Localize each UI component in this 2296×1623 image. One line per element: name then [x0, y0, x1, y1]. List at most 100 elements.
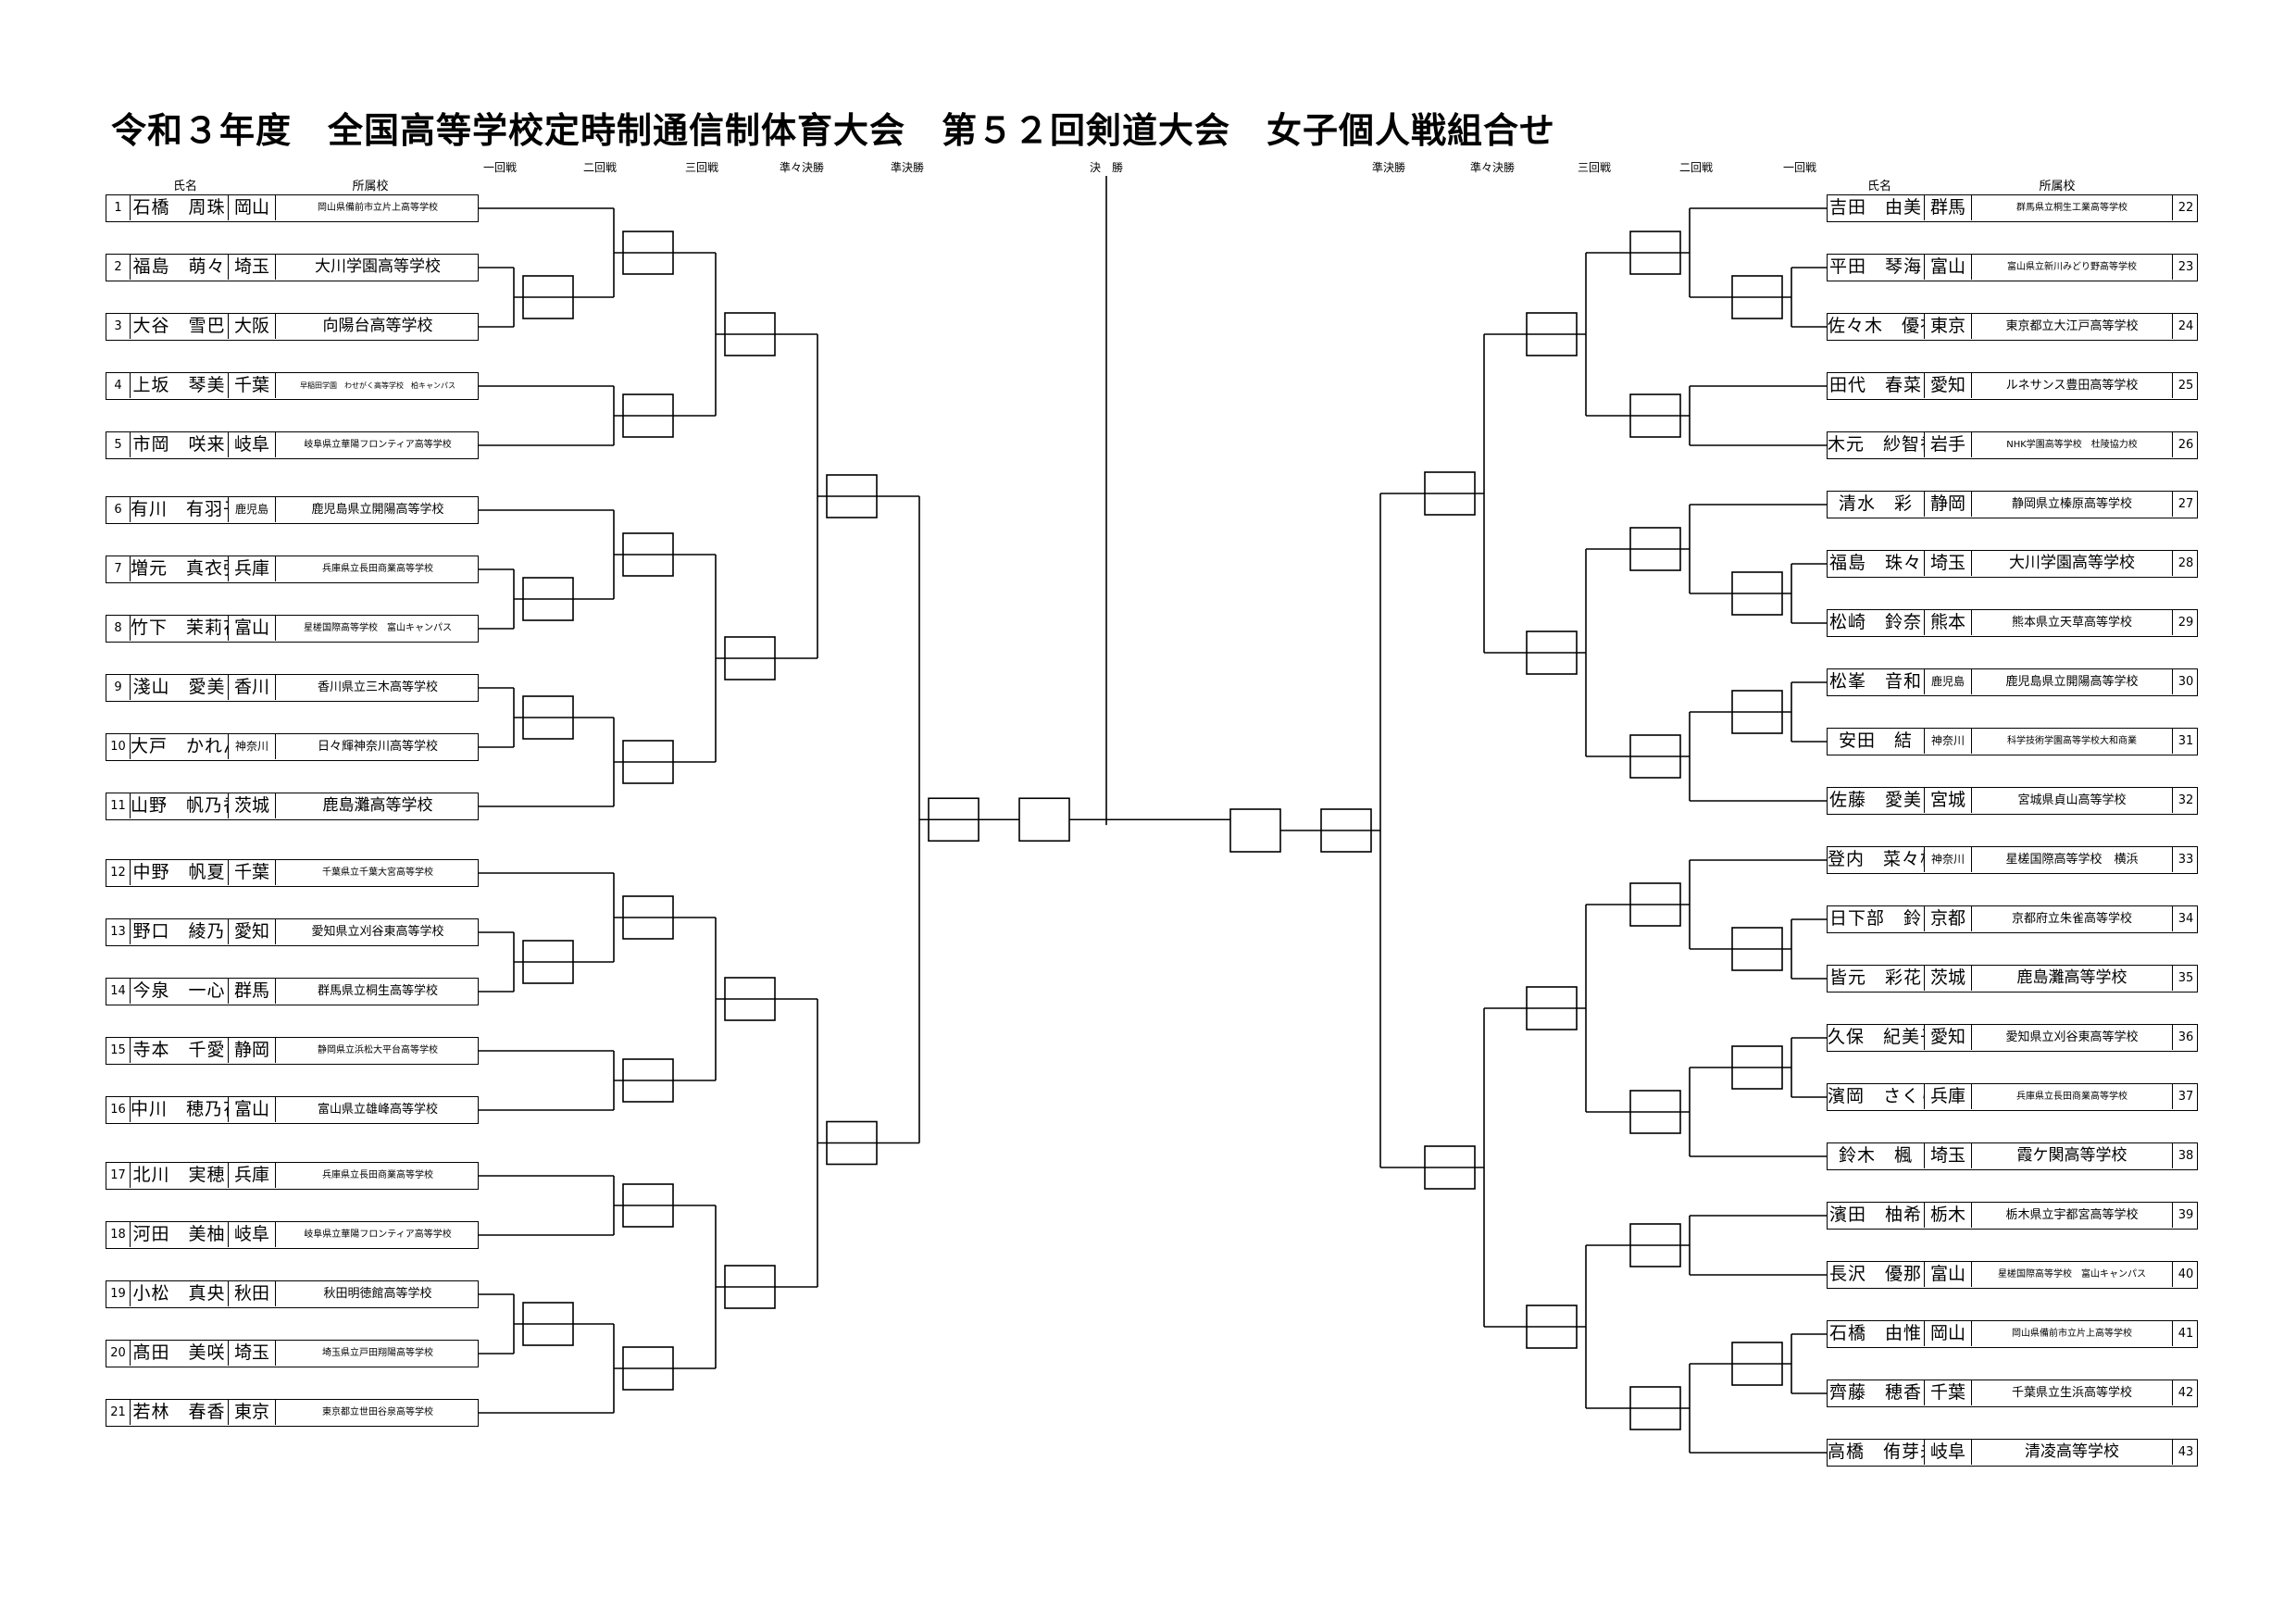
- player-prefecture: 東京: [1925, 314, 1972, 339]
- player-prefecture: 香川: [229, 675, 276, 700]
- player-prefecture: 大阪: [229, 314, 276, 339]
- page-title: 令和３年度 全国高等学校定時制通信制体育大会 第５２回剣道大会 女子個人戦組合せ: [111, 110, 1556, 151]
- player-school: 大川学園高等学校: [315, 257, 441, 276]
- player-prefecture: 富山: [229, 616, 276, 641]
- player-number: 28: [2177, 556, 2194, 570]
- player-number: 35: [2177, 971, 2194, 985]
- round-label-right-1: 準決勝: [1371, 161, 1406, 174]
- score-box: [1629, 1090, 1681, 1134]
- player-number: 13: [106, 919, 131, 944]
- round-label-left-5: 準決勝: [890, 161, 925, 174]
- player-number: 4: [106, 373, 131, 398]
- player-number: 42: [2177, 1386, 2194, 1400]
- player-number: 30: [2177, 675, 2194, 689]
- player-row: 6有川 有羽子鹿児島鹿児島県立開陽高等学校: [106, 496, 479, 524]
- player-name: 寺本 千愛: [131, 1038, 229, 1063]
- player-school: 岐阜県立華陽フロンティア高等学校: [304, 1230, 452, 1240]
- player-name: 濱田 柚希: [1828, 1203, 1925, 1228]
- score-box: [622, 1183, 674, 1228]
- score-box: [1731, 275, 1783, 319]
- player-prefecture: 千葉: [229, 860, 276, 885]
- round-label-final: 決 勝: [1089, 161, 1124, 174]
- player-school: 富山県立新川みどり野高等学校: [1972, 255, 2173, 280]
- player-school: 兵庫県立長田商業高等学校: [322, 564, 433, 574]
- score-box: [1629, 527, 1681, 571]
- player-prefecture: 兵庫: [1925, 1084, 1972, 1109]
- score-box: [826, 474, 878, 518]
- round-label-left-2: 二回戦: [582, 161, 618, 174]
- player-number: 19: [106, 1281, 131, 1306]
- player-name: 日下部 鈴: [1828, 906, 1925, 931]
- player-prefecture: 岡山: [1925, 1321, 1972, 1346]
- player-school: 日々輝神奈川高等学校: [317, 740, 438, 754]
- player-school: 熊本県立天草高等学校: [1972, 610, 2173, 635]
- player-school: 愛知県立刈谷東高等学校: [1972, 1025, 2173, 1050]
- player-number: 22: [2177, 201, 2194, 215]
- player-prefecture: 神奈川: [1925, 847, 1972, 872]
- player-name: 佐々木 優衣: [1828, 314, 1925, 339]
- score-box: [522, 275, 574, 319]
- player-row: 久保 紀美子愛知愛知県立刈谷東高等学校36: [1827, 1024, 2198, 1052]
- score-box: [1629, 1386, 1681, 1430]
- player-number: 3: [106, 314, 131, 339]
- player-number: 24: [2177, 319, 2194, 333]
- player-name: 清水 彩: [1828, 492, 1925, 517]
- player-prefecture: 茨城: [229, 793, 276, 818]
- player-prefecture: 兵庫: [229, 556, 276, 581]
- player-prefecture: 東京: [229, 1400, 276, 1425]
- player-school: 愛知県立刈谷東高等学校: [311, 925, 444, 939]
- column-header-name-right: 氏名: [1866, 180, 1892, 194]
- score-box: [522, 577, 574, 621]
- score-box: [1731, 927, 1783, 971]
- score-box: [622, 895, 674, 940]
- player-school: 鹿児島県立開陽高等学校: [311, 503, 444, 517]
- round-label-right-2: 準々決勝: [1469, 161, 1516, 174]
- score-box: [1629, 393, 1681, 438]
- player-prefecture: 熊本: [1925, 610, 1972, 635]
- player-number: 9: [106, 675, 131, 700]
- player-name: 福島 珠々: [1828, 551, 1925, 576]
- player-prefecture: 富山: [1925, 255, 1972, 280]
- player-number: 25: [2177, 379, 2194, 393]
- player-number: 21: [106, 1400, 131, 1425]
- player-prefecture: 静岡: [1925, 492, 1972, 517]
- player-name: 木元 紗智香: [1828, 432, 1925, 457]
- player-number: 11: [106, 793, 131, 818]
- player-name: 山野 帆乃香: [131, 793, 229, 818]
- score-box: [622, 231, 674, 275]
- player-prefecture: 鹿児島: [1925, 669, 1972, 694]
- score-box: [724, 636, 776, 680]
- player-school: 星槎国際高等学校 富山キャンパス: [1972, 1262, 2173, 1287]
- player-number: 43: [2177, 1445, 2194, 1459]
- player-row: 8竹下 茉莉花富山星槎国際高等学校 富山キャンパス: [106, 615, 479, 643]
- player-number: 12: [106, 860, 131, 885]
- score-box: [1629, 734, 1681, 779]
- score-box: [1731, 1045, 1783, 1090]
- player-prefecture: 静岡: [229, 1038, 276, 1063]
- player-number: 17: [106, 1163, 131, 1188]
- player-school: 霞ケ関高等学校: [1972, 1143, 2173, 1168]
- score-box: [622, 532, 674, 577]
- player-name: 野口 綾乃: [131, 919, 229, 944]
- player-number: 37: [2177, 1090, 2194, 1104]
- score-box: [1526, 1305, 1578, 1349]
- player-number: 10: [106, 734, 131, 759]
- player-prefecture: 愛知: [1925, 373, 1972, 398]
- player-school: 静岡県立浜松大平台高等学校: [318, 1045, 438, 1055]
- player-name: 福島 萌々: [131, 255, 229, 280]
- player-school: 埼玉県立戸田翔陽高等学校: [322, 1348, 433, 1358]
- player-school: 宮城県貞山高等学校: [1972, 788, 2173, 813]
- player-number: 8: [106, 616, 131, 641]
- score-box: [1526, 986, 1578, 1030]
- score-box: [622, 1346, 674, 1391]
